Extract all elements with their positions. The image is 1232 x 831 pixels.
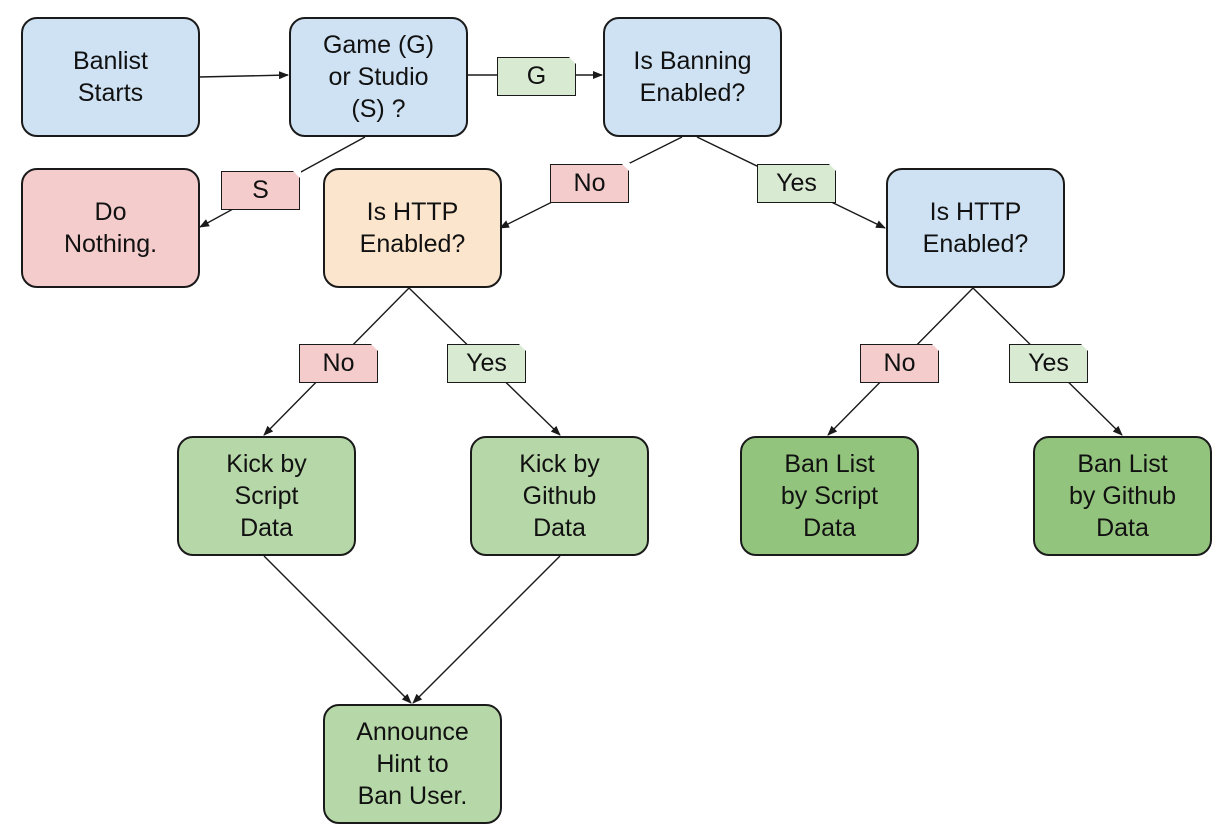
tag-s: S	[221, 170, 301, 210]
node-kick-by-github-data: Kick by Github Data	[470, 436, 649, 556]
tag-no-http-right-label: No	[883, 349, 916, 377]
tag-yes-http-right: Yes	[1009, 343, 1089, 383]
tag-yes-http-left-label: Yes	[466, 349, 507, 377]
edge-kick-github-to-announce	[412, 555, 561, 704]
node-ban-list-by-github-data: Ban List by Github Data	[1033, 436, 1212, 556]
tag-no-http-left-label: No	[322, 349, 355, 377]
edge-kick-script-to-announce	[263, 555, 412, 704]
node-do-nothing: Do Nothing.	[21, 168, 200, 288]
node-game-or-studio: Game (G) or Studio (S) ?	[289, 17, 468, 137]
node-ban-list-by-script-data: Ban List by Script Data	[740, 436, 919, 556]
node-kick-by-script-data: Kick by Script Data	[177, 436, 356, 556]
node-http-enabled-right: Is HTTP Enabled?	[886, 168, 1065, 288]
node-http-enabled-left: Is HTTP Enabled?	[323, 168, 502, 288]
tag-no-banning: No	[550, 163, 630, 203]
tag-no-http-right: No	[860, 343, 940, 383]
tag-yes-banning: Yes	[757, 163, 837, 203]
tag-no-banning-label: No	[573, 169, 606, 197]
tag-no-http-left: No	[299, 343, 379, 383]
tag-yes-http-left: Yes	[447, 343, 527, 383]
edge-start-to-game-studio	[198, 71, 289, 80]
node-announce-hint: Announce Hint to Ban User.	[323, 704, 502, 824]
tag-g: G	[497, 56, 577, 96]
tag-yes-banning-label: Yes	[776, 169, 817, 197]
tag-s-label: S	[252, 176, 269, 204]
tag-g-label: G	[526, 62, 547, 90]
tag-yes-http-right-label: Yes	[1028, 349, 1069, 377]
node-banlist-starts: Banlist Starts	[21, 17, 200, 137]
node-banning-enabled: Is Banning Enabled?	[603, 17, 782, 137]
